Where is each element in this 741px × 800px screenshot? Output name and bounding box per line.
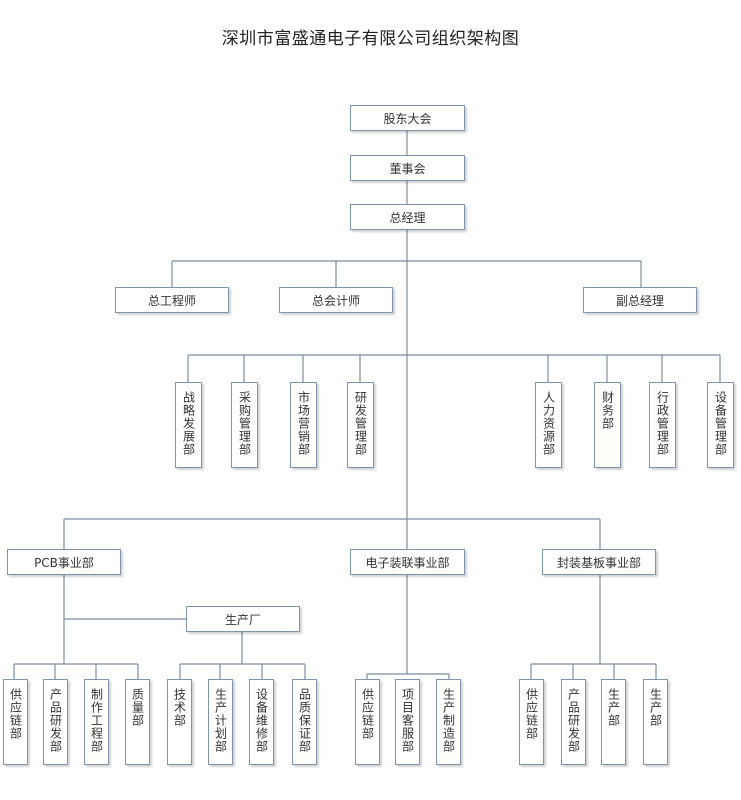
sub-dept-label: 设备维修部 (254, 688, 269, 753)
dept-label: 人力资源部 (541, 391, 556, 456)
node-sub-dept: 品质保证部 (292, 679, 317, 765)
node-sub-dept: 供应链部 (355, 679, 380, 765)
dept-label: 设备管理部 (713, 391, 728, 456)
node-dept: 财务部 (594, 382, 621, 468)
node-sub-dept: 供应链部 (519, 679, 544, 765)
node-sub-dept: 制作工程部 (84, 679, 109, 765)
sub-dept-label: 生产制造部 (441, 688, 456, 753)
sub-dept-label: 供应链部 (360, 688, 375, 740)
node-sub-dept: 供应链部 (3, 679, 28, 765)
sub-dept-label: 产品研发部 (48, 688, 63, 753)
node-sub-dept: 生产制造部 (436, 679, 461, 765)
node-general-manager: 总经理 (350, 204, 465, 230)
node-substrate-division: 封装基板事业部 (542, 549, 656, 575)
node-dept: 设备管理部 (707, 382, 734, 468)
sub-dept-label: 产品研发部 (566, 688, 581, 753)
node-shareholders: 股东大会 (350, 105, 465, 131)
node-sub-dept: 技术部 (167, 679, 192, 765)
sub-dept-label: 生产部 (606, 688, 621, 727)
node-sub-dept: 生产部 (601, 679, 626, 765)
node-sub-dept: 生产计划部 (208, 679, 233, 765)
chart-title: 深圳市富盛通电子有限公司组织架构图 (221, 29, 520, 49)
node-dept: 市场营销部 (290, 382, 317, 468)
node-dept: 人力资源部 (535, 382, 562, 468)
sub-dept-label: 技术部 (172, 688, 187, 727)
sub-dept-label: 生产部 (648, 688, 663, 727)
node-sub-dept: 产品研发部 (561, 679, 586, 765)
node-sub-dept: 产品研发部 (43, 679, 68, 765)
node-sub-dept: 设备维修部 (249, 679, 274, 765)
node-pcb-division: PCB事业部 (7, 549, 121, 575)
node-sub-dept: 项目客服部 (395, 679, 420, 765)
node-dept: 研发管理部 (347, 382, 374, 468)
sub-dept-label: 供应链部 (8, 688, 23, 740)
sub-dept-label: 供应链部 (524, 688, 539, 740)
node-factory: 生产厂 (186, 606, 300, 632)
sub-dept-label: 生产计划部 (213, 688, 228, 753)
node-dept: 行政管理部 (649, 382, 676, 468)
node-chief-accountant: 总会计师 (279, 287, 393, 313)
node-deputy-gm: 副总经理 (583, 287, 697, 313)
node-chief-engineer: 总工程师 (115, 287, 229, 313)
node-sub-dept: 生产部 (643, 679, 668, 765)
dept-label: 市场营销部 (296, 391, 311, 456)
sub-dept-label: 项目客服部 (400, 688, 415, 753)
dept-label: 研发管理部 (353, 391, 368, 456)
node-board: 董事会 (350, 155, 465, 181)
dept-label: 采购管理部 (237, 391, 252, 456)
dept-label: 财务部 (600, 391, 615, 430)
sub-dept-label: 品质保证部 (297, 688, 312, 753)
node-dept: 采购管理部 (231, 382, 258, 468)
node-sub-dept: 质量部 (125, 679, 150, 765)
sub-dept-label: 制作工程部 (89, 688, 104, 753)
sub-dept-label: 质量部 (130, 688, 145, 727)
dept-label: 战略发展部 (181, 391, 196, 456)
dept-label: 行政管理部 (655, 391, 670, 456)
node-dept: 战略发展部 (175, 382, 202, 468)
node-smt-division: 电子装联事业部 (350, 549, 465, 575)
